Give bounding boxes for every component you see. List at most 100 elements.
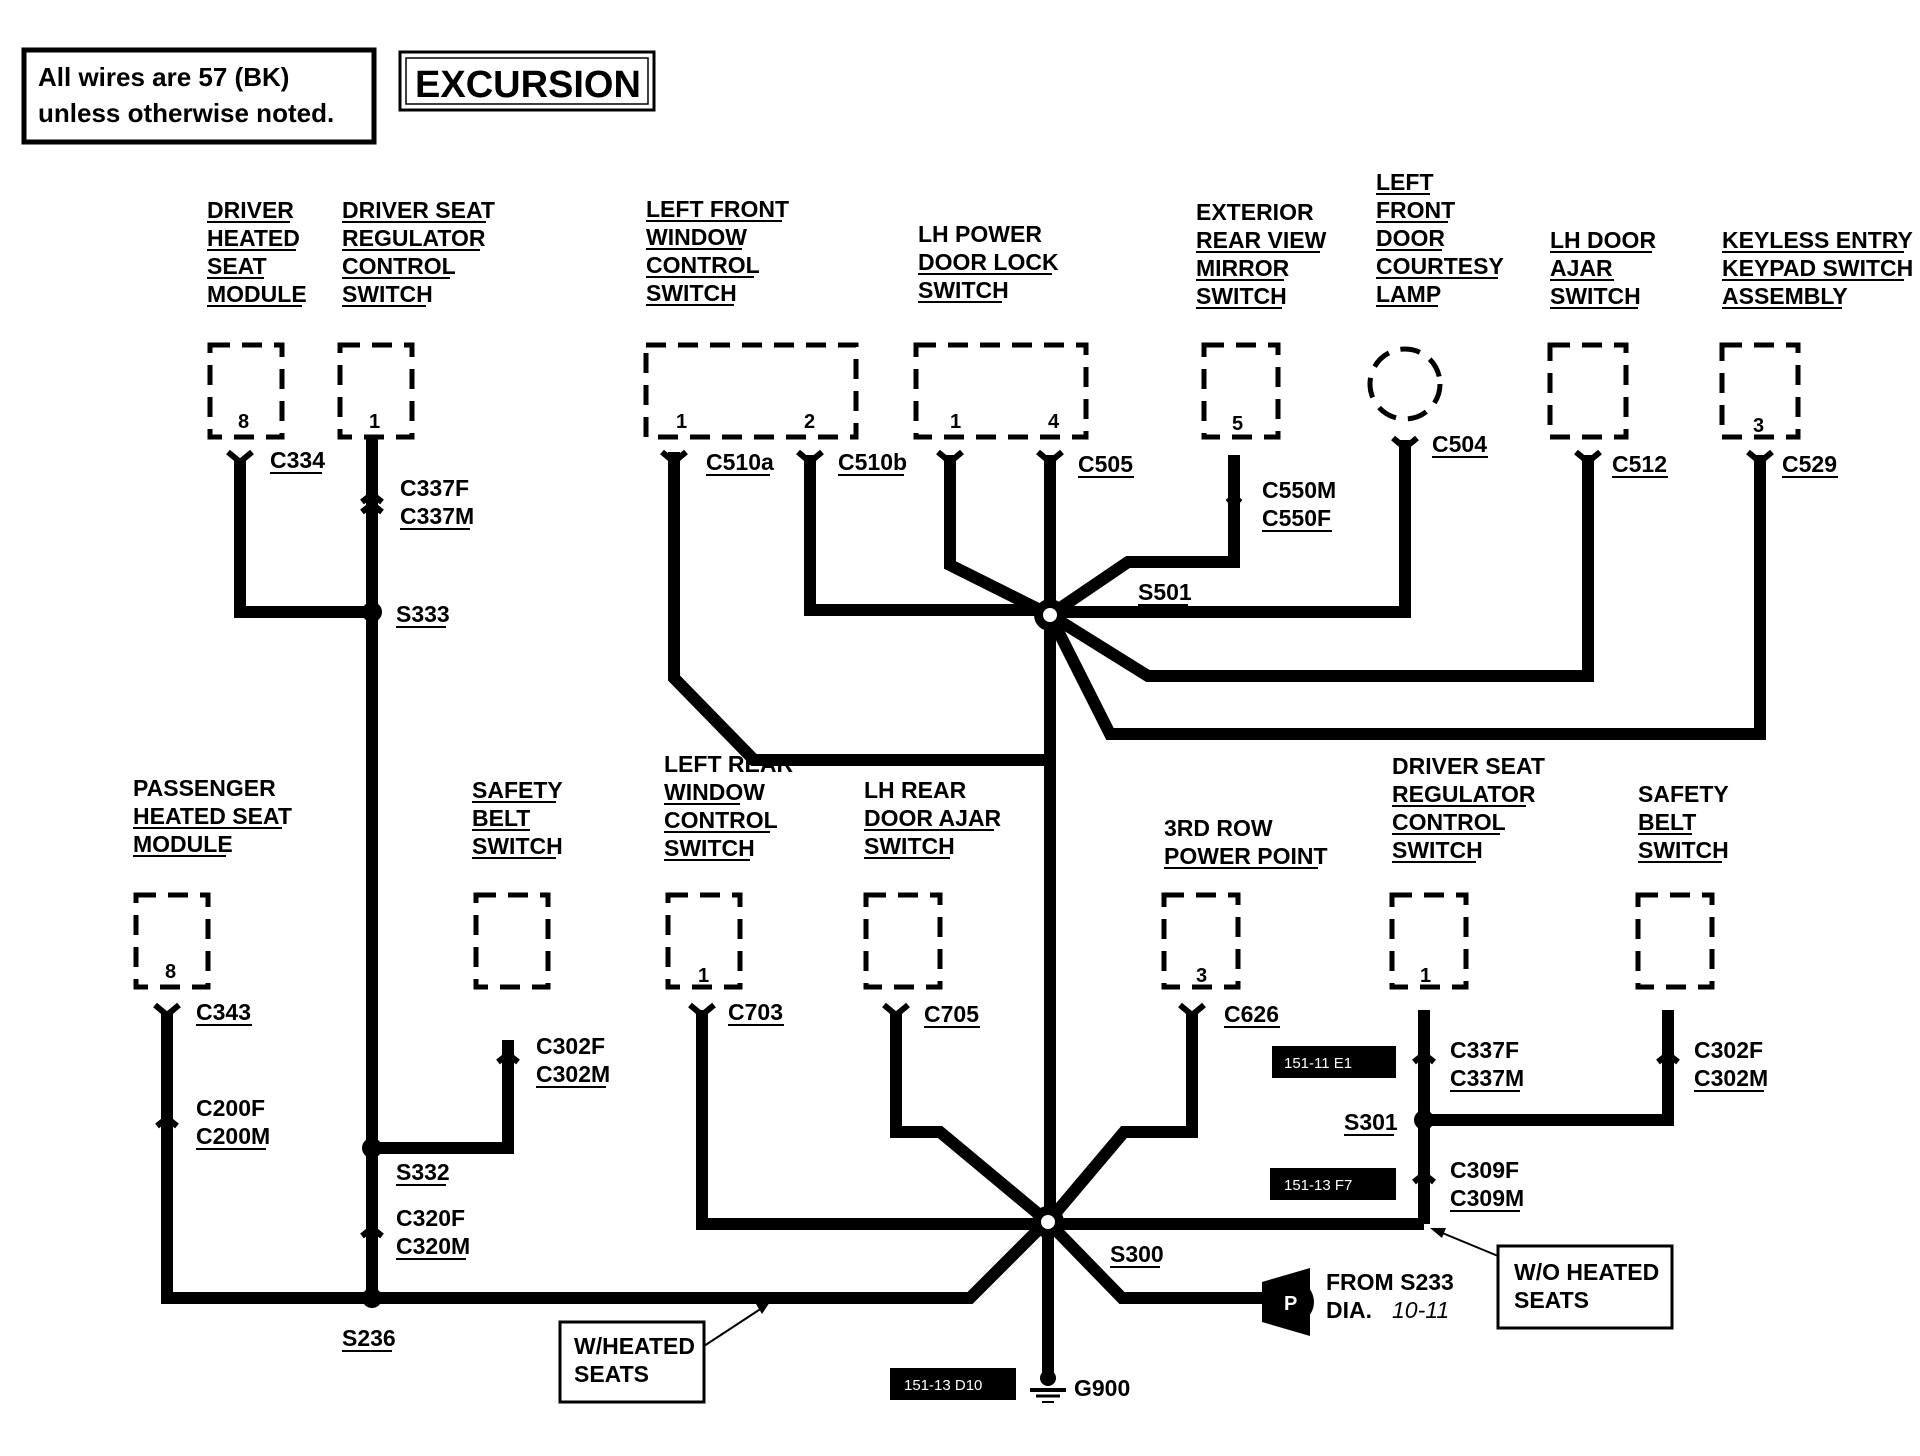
connector-c337m-top: C337M <box>400 503 474 529</box>
splice-s301 <box>1414 1110 1434 1130</box>
svg-text:151-13 F7: 151-13 F7 <box>1284 1177 1352 1194</box>
splice-label-s333: S333 <box>396 601 450 627</box>
ref-tag-d10[interactable]: 151-13 D10 <box>890 1368 1016 1400</box>
svg-text:SEATS: SEATS <box>574 1361 649 1387</box>
box-keyless-entry <box>1719 342 1801 440</box>
box-third-row-power-point <box>1161 892 1241 990</box>
terminal-c510b <box>796 449 824 466</box>
pin-c505-4: 4 <box>1048 411 1060 433</box>
connector-c550m: C550M <box>1262 477 1336 503</box>
svg-text:DOOR LOCK: DOOR LOCK <box>918 249 1059 275</box>
svg-text:LEFT REAR: LEFT REAR <box>664 751 793 777</box>
svg-text:SEAT: SEAT <box>207 253 267 279</box>
from-s233-pin: P <box>1262 1268 1314 1336</box>
label-exterior-mirror: EXTERIOR REAR VIEW MIRROR SWITCH <box>1196 199 1327 309</box>
ref-tag-e1[interactable]: 151-11 E1 <box>1272 1046 1396 1078</box>
label-third-row-power-point: 3RD ROW POWER POINT <box>1164 815 1328 869</box>
connector-c337f-bottom: C337F <box>1450 1037 1519 1063</box>
connector-c334: C334 <box>270 447 325 473</box>
splice-s236 <box>362 1288 382 1308</box>
connector-c309m: C309M <box>1450 1185 1524 1211</box>
terminal-c505-1 <box>936 449 964 466</box>
connector-c529: C529 <box>1782 451 1837 477</box>
splice-s332 <box>362 1138 382 1158</box>
connector-labels: C334 C337F C337M C510a C510b C505 C550M … <box>196 431 1837 1259</box>
svg-text:HEATED: HEATED <box>207 225 300 251</box>
connector-c302f-right: C302F <box>1694 1037 1763 1063</box>
vehicle-title: EXCURSION <box>398 50 656 112</box>
svg-text:REGULATOR: REGULATOR <box>1392 781 1536 807</box>
label-underlines <box>133 193 1904 1352</box>
splices <box>362 599 1434 1308</box>
svg-text:DIA.: DIA. <box>1326 1297 1372 1323</box>
label-left-front-courtesy: LEFT FRONT DOOR COURTESY LAMP <box>1376 169 1504 307</box>
svg-text:REAR VIEW: REAR VIEW <box>1196 227 1327 253</box>
box-driver-seat-regulator-bottom <box>1389 892 1469 990</box>
svg-text:SWITCH: SWITCH <box>1392 837 1483 863</box>
connector-c337f-top: C337F <box>400 475 469 501</box>
connector-c309f: C309F <box>1450 1157 1519 1183</box>
connector-c705: C705 <box>924 1001 979 1027</box>
terminal-c505-4 <box>1036 449 1064 466</box>
box-lh-door-ajar <box>1547 342 1629 440</box>
inline-c337-top <box>360 490 384 515</box>
reference-tags[interactable]: 151-11 E1 151-13 F7 151-13 D10 <box>890 1046 1396 1400</box>
svg-text:DRIVER: DRIVER <box>207 197 294 223</box>
box-driver-seat-regulator-top <box>337 342 415 440</box>
svg-text:MODULE: MODULE <box>207 281 307 307</box>
svg-text:HEATED SEAT: HEATED SEAT <box>133 803 292 829</box>
svg-text:MODULE: MODULE <box>133 831 233 857</box>
svg-text:LAMP: LAMP <box>1376 281 1441 307</box>
box-safety-belt-right <box>1635 892 1715 990</box>
inline-c320 <box>360 1224 384 1239</box>
svg-text:LH DOOR: LH DOOR <box>1550 227 1656 253</box>
terminal-symbols <box>153 435 1774 1239</box>
terminal-c504 <box>1391 435 1419 452</box>
svg-text:3RD ROW: 3RD ROW <box>1164 815 1273 841</box>
pin-c505-1: 1 <box>950 411 961 433</box>
pin-c337-bottom: 1 <box>1420 965 1431 987</box>
svg-text:DOOR AJAR: DOOR AJAR <box>864 805 1002 831</box>
pin-c626: 3 <box>1196 965 1207 987</box>
pin-numbers: 8 1 1 2 1 4 5 3 8 1 3 1 <box>165 411 1764 987</box>
ref-tag-f7[interactable]: 151-13 F7 <box>1270 1168 1396 1200</box>
svg-text:CONTROL: CONTROL <box>1392 809 1506 835</box>
connector-c337m-bottom: C337M <box>1450 1065 1524 1091</box>
splice-label-s301: S301 <box>1344 1109 1398 1135</box>
svg-text:EXTERIOR: EXTERIOR <box>1196 199 1314 225</box>
connector-c510a: C510a <box>706 449 774 475</box>
svg-text:10-11: 10-11 <box>1392 1297 1449 1323</box>
svg-text:W/HEATED: W/HEATED <box>574 1333 695 1359</box>
pin-c337-top: 1 <box>369 411 380 433</box>
label-driver-seat-regulator-bottom: DRIVER SEAT REGULATOR CONTROL SWITCH <box>1392 753 1545 863</box>
splice-label-s236: S236 <box>342 1325 396 1351</box>
splice-s333 <box>362 602 382 622</box>
svg-text:W/O HEATED: W/O HEATED <box>1514 1259 1659 1285</box>
terminal-c529 <box>1746 449 1774 466</box>
label-lh-rear-door-ajar: LH REAR DOOR AJAR SWITCH <box>864 777 1002 859</box>
svg-text:CONTROL: CONTROL <box>664 807 778 833</box>
svg-text:LH REAR: LH REAR <box>864 777 967 803</box>
pin-c529: 3 <box>1753 415 1764 437</box>
from-s233-label: FROM S233 DIA. 10-11 <box>1326 1269 1454 1323</box>
label-keyless-entry: KEYLESS ENTRY KEYPAD SWITCH ASSEMBLY <box>1722 227 1913 309</box>
svg-text:DRIVER SEAT: DRIVER SEAT <box>1392 753 1545 779</box>
label-left-rear-window: LEFT REAR WINDOW CONTROL SWITCH <box>664 751 793 861</box>
terminal-c510a <box>660 449 688 466</box>
svg-text:SWITCH: SWITCH <box>1196 283 1287 309</box>
connector-c512: C512 <box>1612 451 1667 477</box>
svg-text:REGULATOR: REGULATOR <box>342 225 486 251</box>
box-safety-belt-left <box>473 892 551 990</box>
box-left-rear-window <box>665 892 743 990</box>
splice-label-s300: S300 <box>1110 1241 1164 1267</box>
pin-c550: 5 <box>1232 413 1243 435</box>
svg-text:SEATS: SEATS <box>1514 1287 1589 1313</box>
connector-c626: C626 <box>1224 1001 1279 1027</box>
svg-text:CONTROL: CONTROL <box>646 252 760 278</box>
svg-text:EXCURSION: EXCURSION <box>415 64 641 106</box>
svg-text:SWITCH: SWITCH <box>864 833 955 859</box>
callout-w-heated-seats: W/HEATED SEATS <box>558 1302 770 1404</box>
svg-text:DOOR: DOOR <box>1376 225 1445 251</box>
inline-c309 <box>1412 1170 1436 1185</box>
